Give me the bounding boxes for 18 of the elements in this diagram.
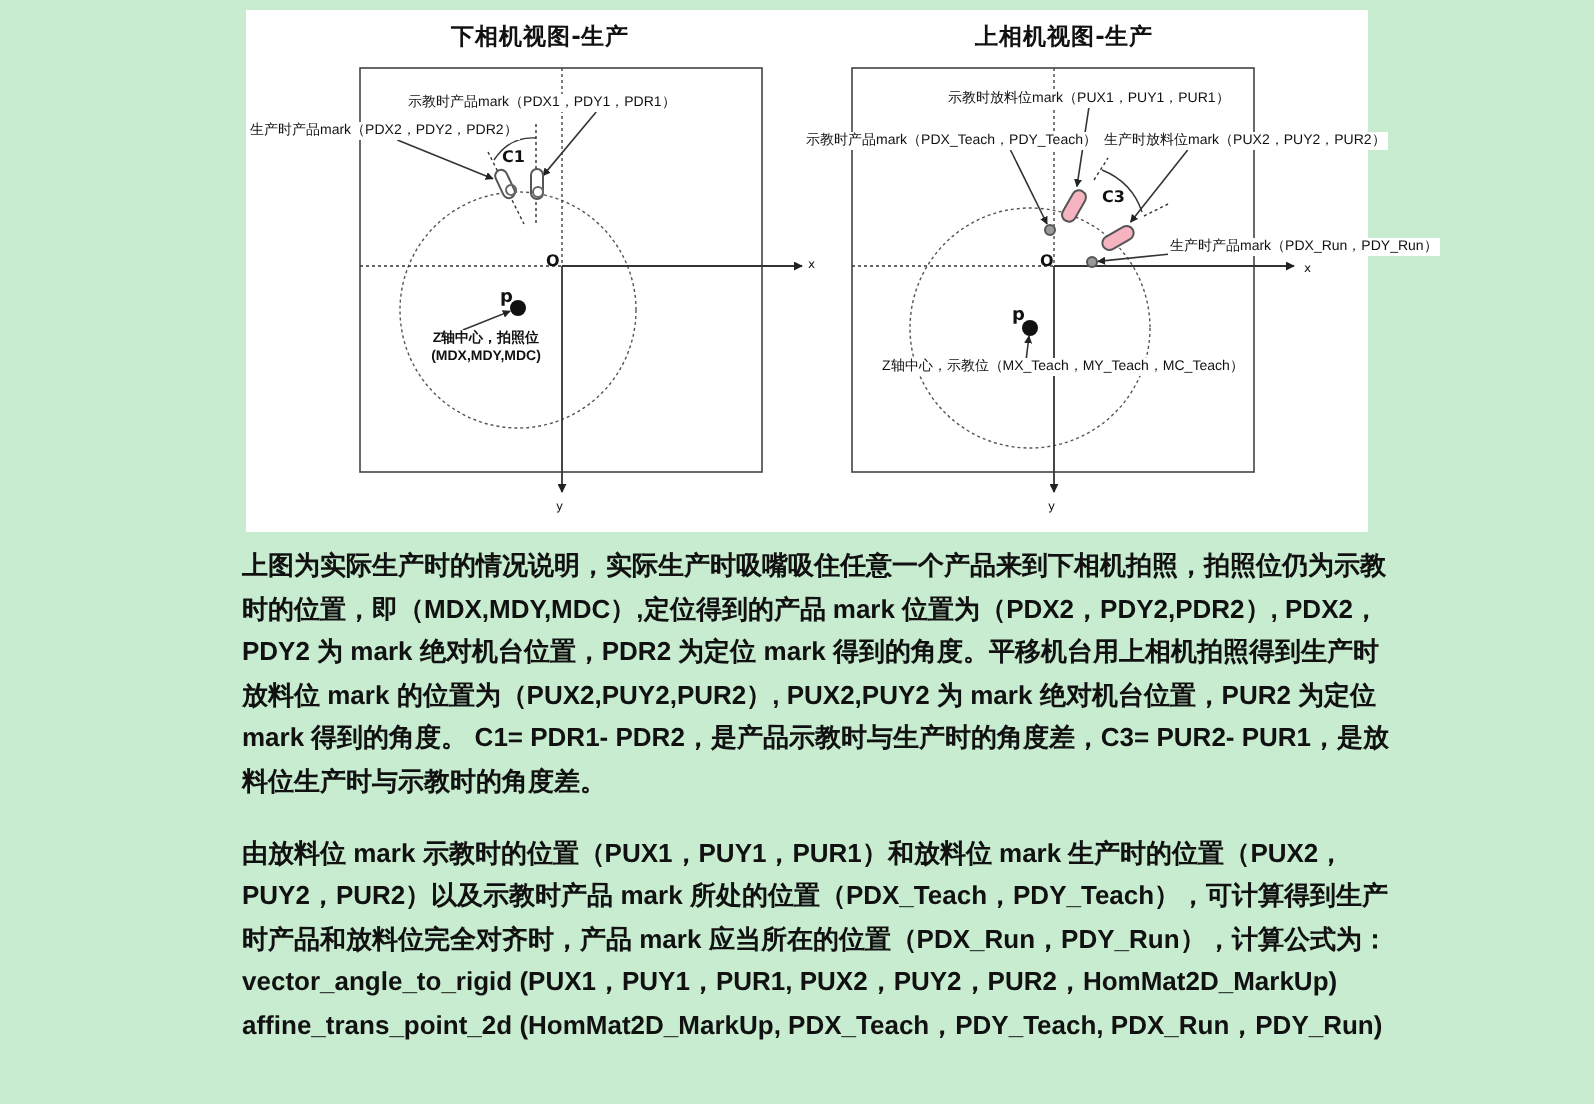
- panel-title: 下相机视图-生产: [451, 22, 629, 52]
- point-label: p: [500, 288, 513, 308]
- origin-label: O: [546, 252, 560, 270]
- panel-title: 上相机视图-生产: [975, 22, 1153, 52]
- code-line: vector_angle_to_rigid (PUX1，PUY1，PUR1, PUX2，PUY2，PUR2，HomMat2D_MarkUp): [242, 964, 1340, 1001]
- paragraph: 上图为实际生产时的情况说明，实际生产时吸嘴吸住任意一个产品来到下相机拍照，拍照位仍为示教时的位置，即（MDX,MDY,MDC）,定位得到的产品 mark 位置为（PDX2，PDY2,PDR2）, PDX2，PDY2 为 mark 绝对机台位置，PDR2 为定位 mark 得到的角度。平移机台用上相机拍照得到生产时放料位 mark 的位置为（PUX2,PUY2,PUR2）, PUX2,PUY2 为 mark 绝对机台位置，PUR2 为定位 mark 得到的角度。 C1= PDR1- PDR2，是产品示教时与生产时的角度差，C3= PUR2- PUR1，是放料位生产时与示教时的角度差。: [242, 548, 1390, 800]
- angle-label: C3: [1102, 188, 1125, 206]
- leader-arrow: [1129, 149, 1189, 223]
- leader-arrow: [1009, 149, 1048, 225]
- leader-arrow: [542, 111, 597, 177]
- leader-arrow: [396, 139, 494, 180]
- point-label: p: [1012, 306, 1025, 326]
- leader-arrow: [1024, 335, 1033, 359]
- leader-arrow: [462, 310, 511, 331]
- leader-arrow: [1097, 253, 1169, 265]
- angle-label: C1: [502, 148, 525, 166]
- code-line: affine_trans_point_2d (HomMat2D_MarkUp, PDX_Teach，PDY_Teach, PDX_Run，PDY_Run): [242, 1007, 1385, 1044]
- origin-label: O: [1040, 252, 1054, 270]
